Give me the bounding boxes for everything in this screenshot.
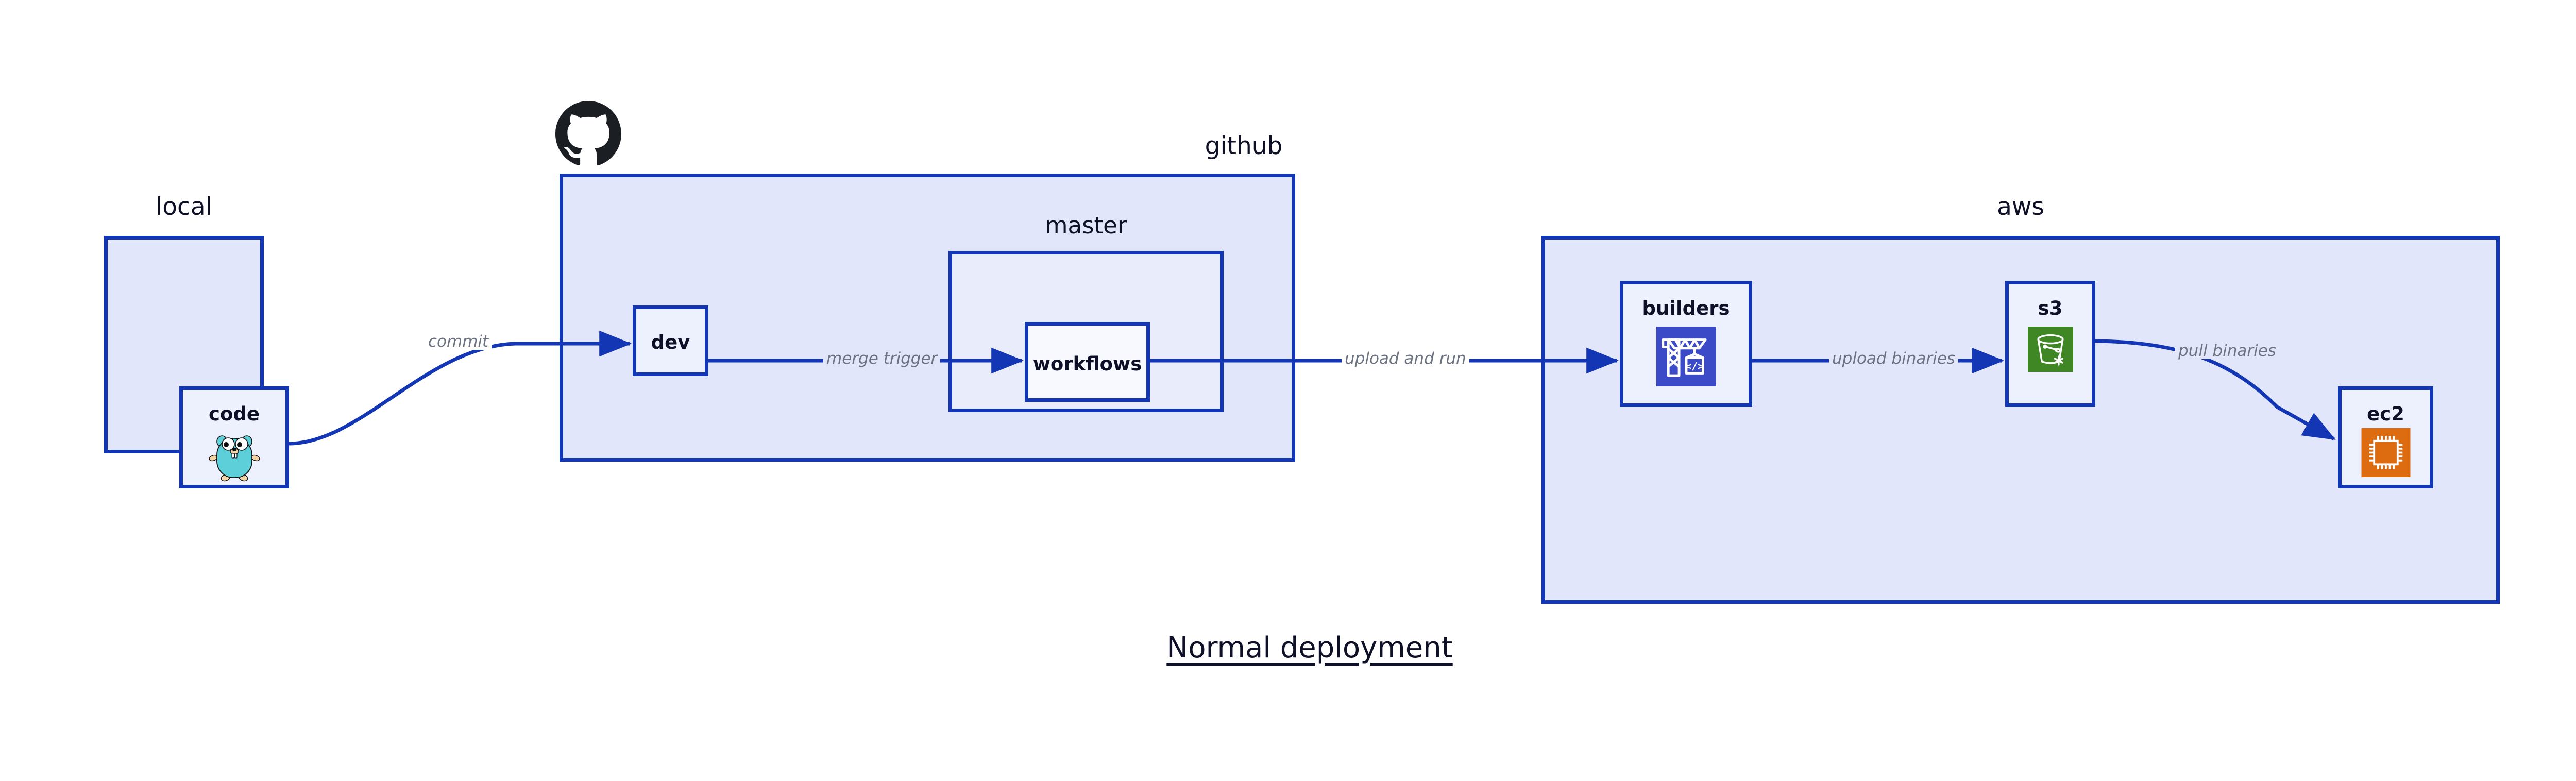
edge-label-merge-trigger: merge trigger bbox=[823, 351, 941, 367]
crane-code-icon: </> bbox=[1656, 327, 1716, 386]
group-aws-label: aws bbox=[1997, 193, 2044, 221]
group-github-label: github bbox=[1205, 132, 1283, 160]
node-ec2[interactable]: ec2 bbox=[2338, 386, 2433, 488]
node-workflows-label: workflows bbox=[1032, 353, 1142, 375]
node-dev-label: dev bbox=[651, 331, 690, 353]
github-octocat-logo bbox=[555, 101, 621, 167]
node-ec2-label: ec2 bbox=[2367, 403, 2404, 425]
node-builders[interactable]: builders < bbox=[1620, 281, 1752, 407]
group-local-label: local bbox=[156, 193, 212, 221]
diagram-title: Normal deployment bbox=[1166, 631, 1453, 665]
subgroup-master-label: master bbox=[1045, 212, 1127, 239]
edge-label-upload-and-run: upload and run bbox=[1342, 351, 1469, 367]
node-s3[interactable]: s3 bbox=[2005, 281, 2095, 407]
s3-bucket-icon bbox=[2027, 327, 2073, 372]
node-workflows[interactable]: workflows bbox=[1025, 322, 1150, 402]
node-code-label: code bbox=[209, 403, 260, 425]
edge-label-upload-binaries: upload binaries bbox=[1829, 351, 1958, 367]
node-code[interactable]: code bbox=[179, 386, 289, 488]
edge-label-pull-binaries: pull binaries bbox=[2175, 343, 2279, 359]
node-builders-label: builders bbox=[1642, 297, 1730, 319]
cpu-chip-icon bbox=[2361, 428, 2410, 477]
edge-label-commit: commit bbox=[425, 334, 492, 350]
go-gopher-icon bbox=[209, 430, 260, 482]
node-s3-label: s3 bbox=[2038, 297, 2063, 319]
node-dev[interactable]: dev bbox=[633, 305, 708, 376]
svg-text:</>: </> bbox=[1685, 361, 1704, 372]
